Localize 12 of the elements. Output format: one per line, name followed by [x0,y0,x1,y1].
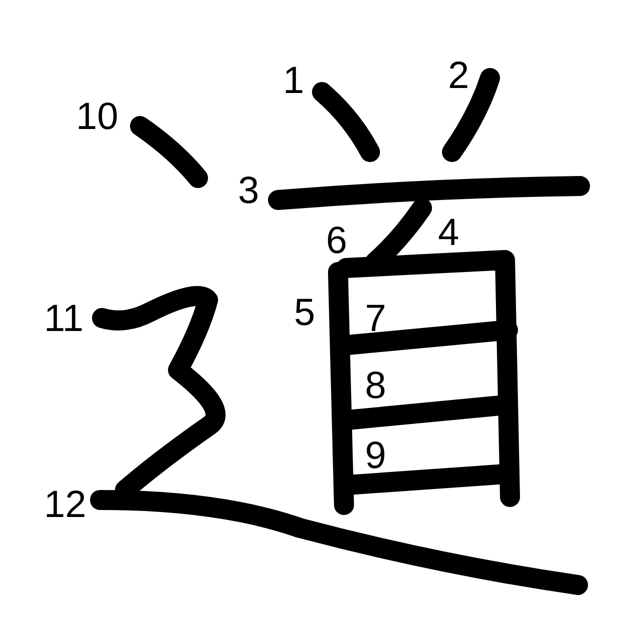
stroke-number: 3 [238,172,260,210]
stroke-number: 4 [438,214,460,252]
stroke-number: 7 [365,300,386,338]
stroke-number: 9 [365,437,386,475]
stroke-number: 12 [44,486,86,524]
stroke-number: 10 [76,98,118,136]
stroke-number: 5 [294,294,316,332]
stroke-number: 6 [326,222,348,260]
stroke-number: 8 [365,367,386,405]
stroke-number: 11 [44,300,84,338]
stroke-number: 1 [283,62,304,100]
stroke-number: 2 [448,57,470,95]
